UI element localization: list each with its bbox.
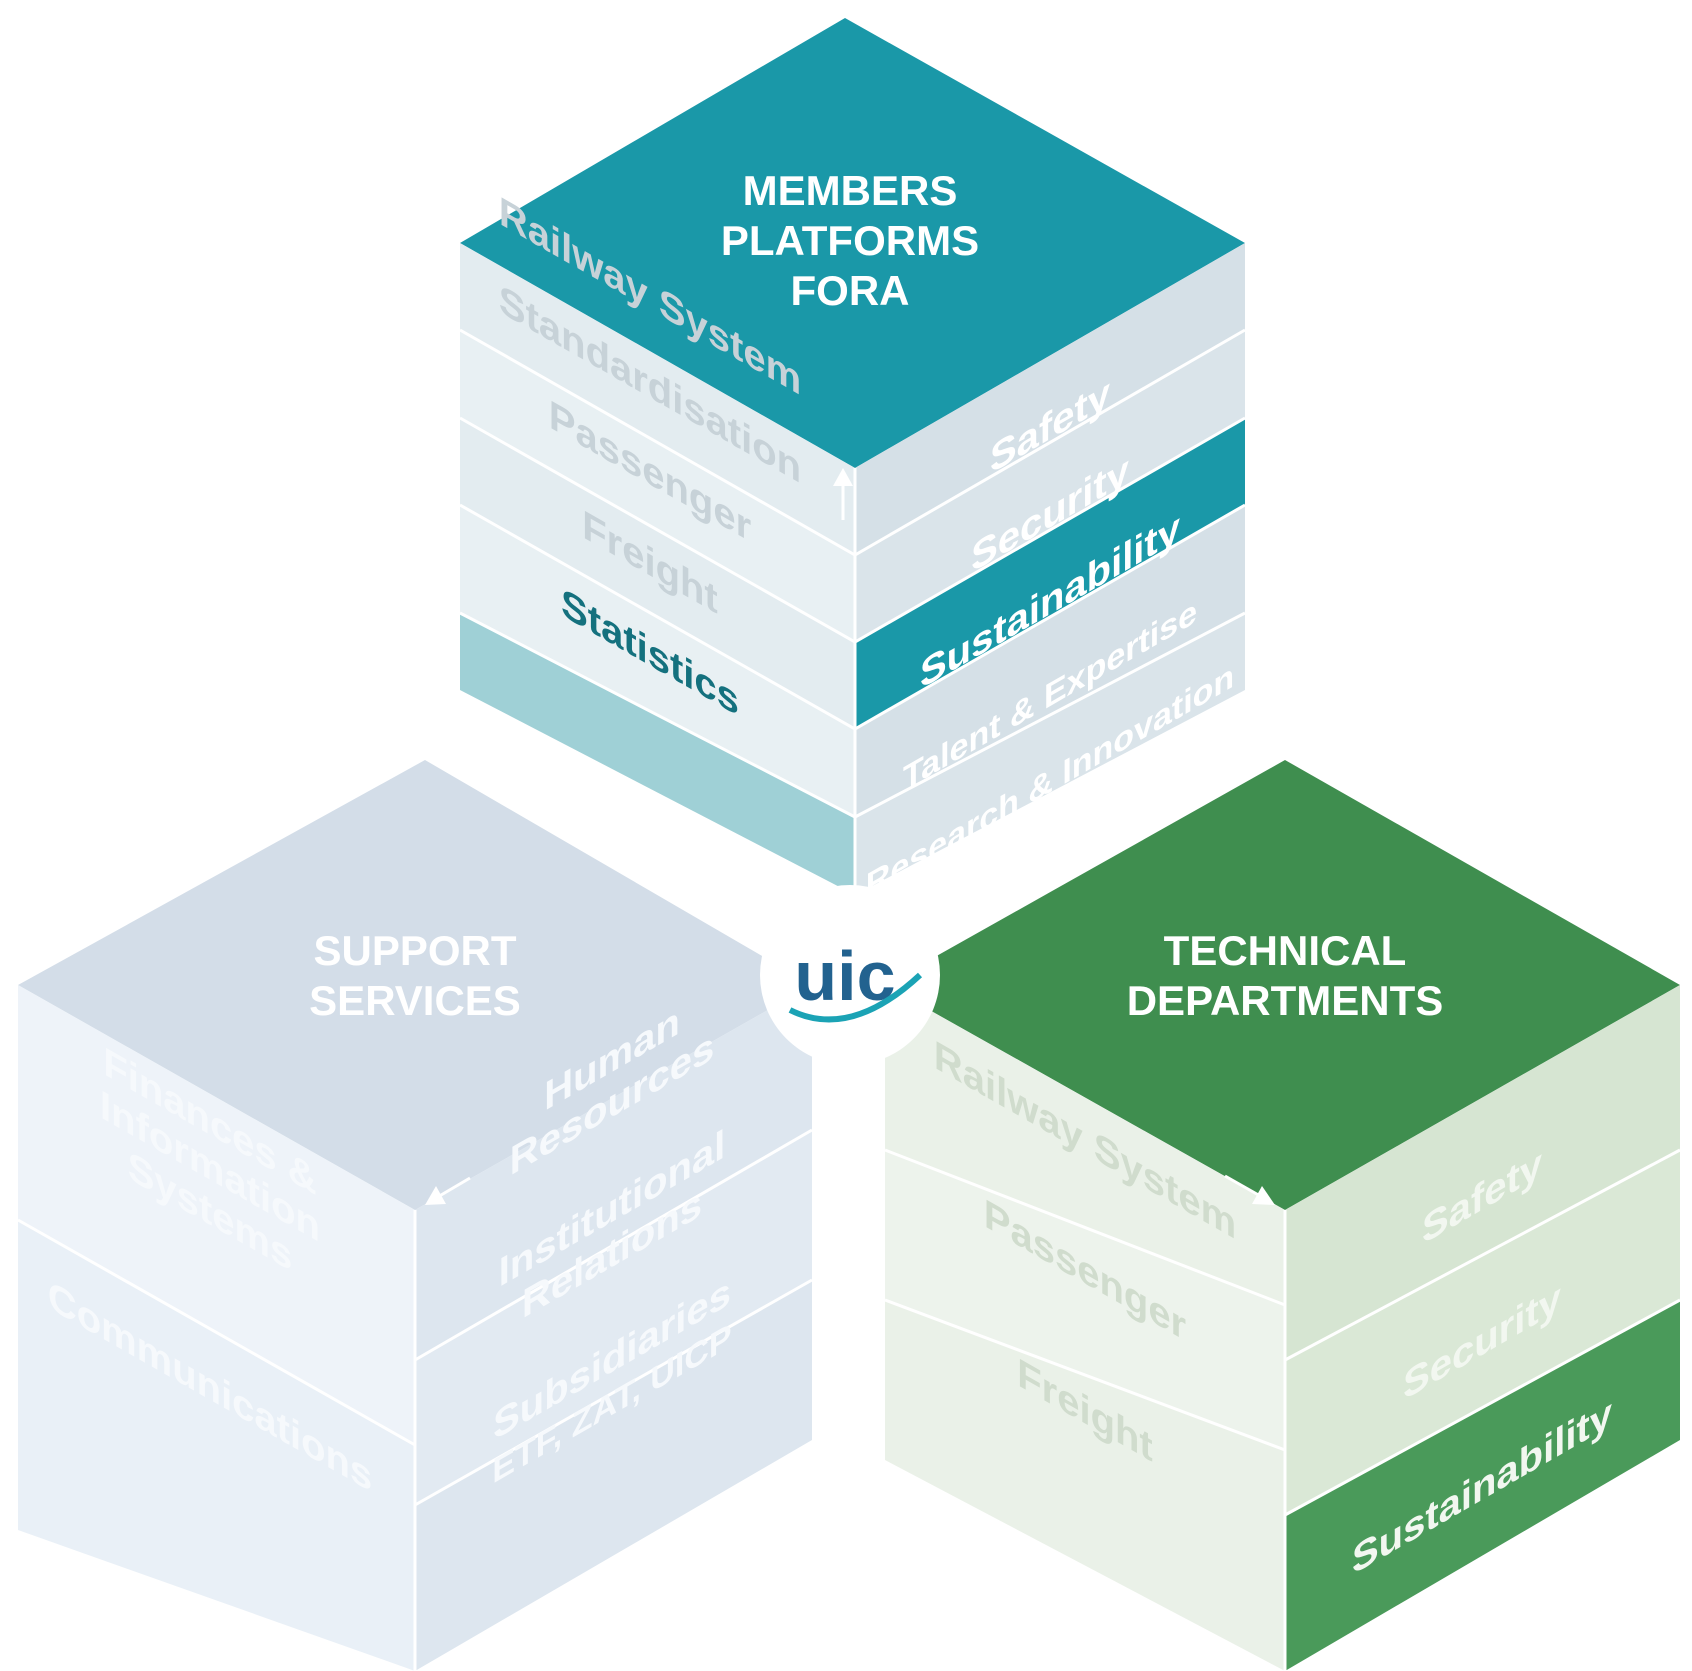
cube-members-right-band-talent <box>855 505 1245 817</box>
cube-members-left-band-passenger <box>460 418 855 729</box>
cube-technical-left-band-railway <box>885 985 1285 1305</box>
cube-technical-right-band-sustainability <box>1285 1300 1680 1671</box>
cube-members-right-band-security <box>855 330 1245 642</box>
cube-members-left-band-standardisation <box>460 330 855 642</box>
cube-members-separators <box>459 328 1246 895</box>
cube-support-right-band-hr <box>415 985 812 1360</box>
down-right-arrow-icon <box>1224 1174 1275 1205</box>
uic-logo: uic <box>760 885 940 1065</box>
cube-support-services: SUPPORT SERVICES Finances & Information … <box>17 760 813 1671</box>
cube-members-right-band-research <box>855 613 1245 895</box>
cube-technical-left-band-passenger <box>885 1150 1285 1450</box>
cube-technical-separators <box>884 1148 1681 1671</box>
cube-support-title-line-1: SUPPORT <box>313 927 516 974</box>
cube-support-left-band-finances <box>18 985 415 1445</box>
cube-members-left-band-railway <box>460 243 855 555</box>
up-arrow-icon <box>833 468 853 520</box>
cube-members-title-line-1: MEMBERS <box>743 167 958 214</box>
cube-support-right-band-subsidiaries <box>415 1280 812 1671</box>
cube-technical-left-band-freight <box>885 1300 1285 1671</box>
cube-technical-title-line-1: TECHNICAL <box>1164 927 1407 974</box>
cube-members-right-band-sustainability <box>855 418 1245 729</box>
cube-technical-top-face <box>885 760 1680 1210</box>
cube-members-right-band-safety <box>855 243 1245 555</box>
cube-support-left-band-communications <box>18 1220 415 1671</box>
cube-members-top-face <box>460 18 1245 468</box>
cube-members-left-band-freight <box>460 505 855 817</box>
cube-support-right-band-institutional <box>415 1130 812 1505</box>
cube-members-left-band-statistics <box>460 613 855 895</box>
cube-members-platforms-fora: MEMBERS PLATFORMS FORA Railway System St… <box>459 18 1246 906</box>
cube-members-title-line-3: FORA <box>791 267 910 314</box>
cube-support-title-line-2: SERVICES <box>309 977 521 1024</box>
cube-technical-departments: TECHNICAL DEPARTMENTS Railway System Pas… <box>884 760 1681 1671</box>
cube-technical-right-band-safety <box>1285 985 1680 1360</box>
cube-members-title-line-2: PLATFORMS <box>721 217 979 264</box>
cube-technical-title-line-2: DEPARTMENTS <box>1127 977 1444 1024</box>
down-left-arrow-icon <box>425 1176 471 1205</box>
uic-logo-swoosh-icon <box>788 972 923 1023</box>
cube-support-separators <box>17 1128 813 1671</box>
cube-technical-right-band-security <box>1285 1150 1680 1515</box>
uic-logo-text: uic <box>794 937 895 1015</box>
